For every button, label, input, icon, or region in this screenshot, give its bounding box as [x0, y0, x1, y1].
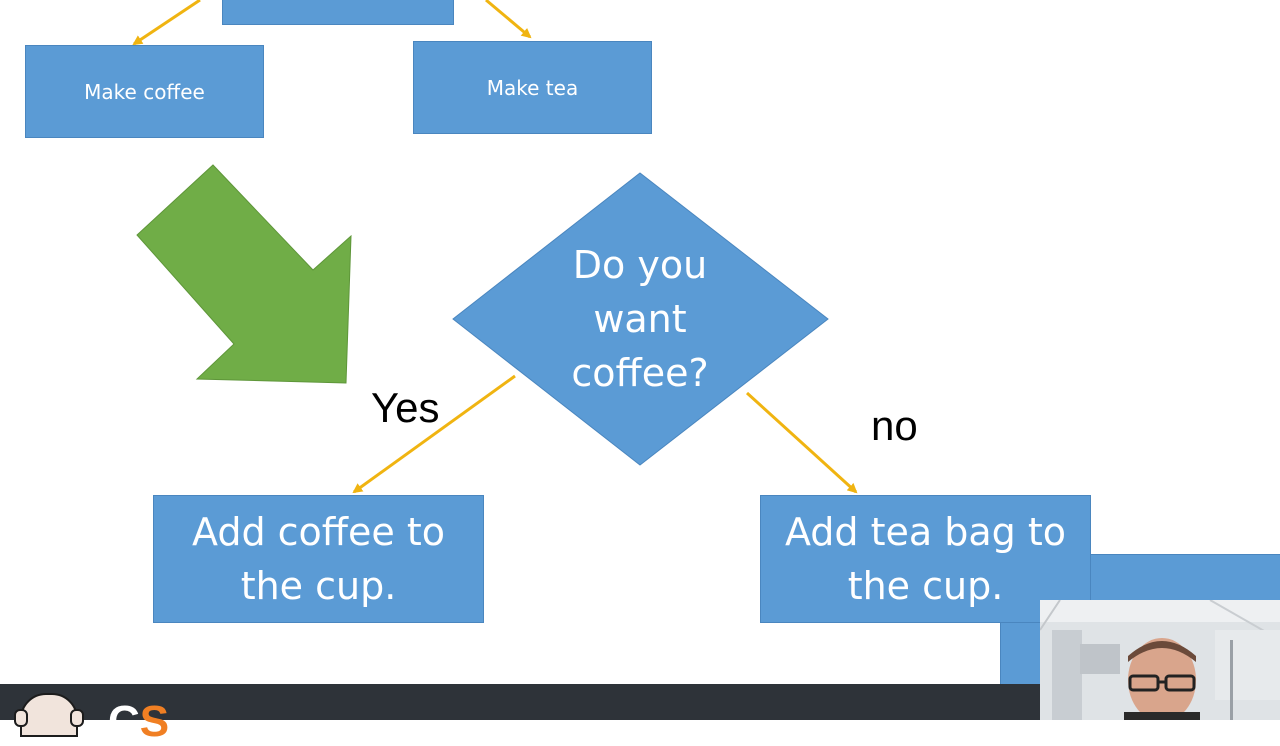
add-coffee-line-2: the cup.	[240, 564, 397, 608]
make-coffee-box: Make coffee	[25, 45, 264, 138]
top-partial-box	[222, 0, 454, 25]
decision-line-3: coffee?	[571, 351, 709, 395]
add-tea-line-2: the cup.	[847, 564, 1004, 608]
decision-text: Do you want coffee?	[520, 238, 760, 400]
add-tea-line-1: Add tea bag to	[784, 510, 1067, 554]
logo-letter-s: S	[139, 697, 170, 746]
decision-line-1: Do you	[572, 243, 708, 287]
make-tea-box: Make tea	[413, 41, 652, 134]
presenter-webcam	[1040, 600, 1280, 720]
connector-no	[745, 391, 858, 494]
bald-cartoon-face-icon	[14, 693, 84, 737]
decision-diamond	[452, 172, 829, 466]
decision-line-2: want	[593, 297, 687, 341]
yes-label: Yes	[371, 384, 440, 431]
add-coffee-box: Add coffee to the cup.	[153, 495, 484, 623]
webcam-scene-icon	[1040, 600, 1280, 720]
add-tea-box: Add tea bag to the cup.	[760, 495, 1091, 623]
make-coffee-label: Make coffee	[84, 79, 205, 104]
big-arrow-icon	[136, 164, 352, 384]
connector-to-make-coffee	[132, 0, 201, 46]
diagram-connectors	[132, 0, 858, 494]
add-coffee-line-1: Add coffee to	[192, 510, 445, 554]
connector-to-make-tea	[485, 0, 532, 39]
no-label: no	[871, 402, 918, 449]
logo-letters: CS	[108, 700, 169, 744]
connector-yes	[352, 374, 516, 494]
make-tea-label: Make tea	[486, 75, 579, 100]
logo-letter-c: C	[108, 697, 140, 746]
